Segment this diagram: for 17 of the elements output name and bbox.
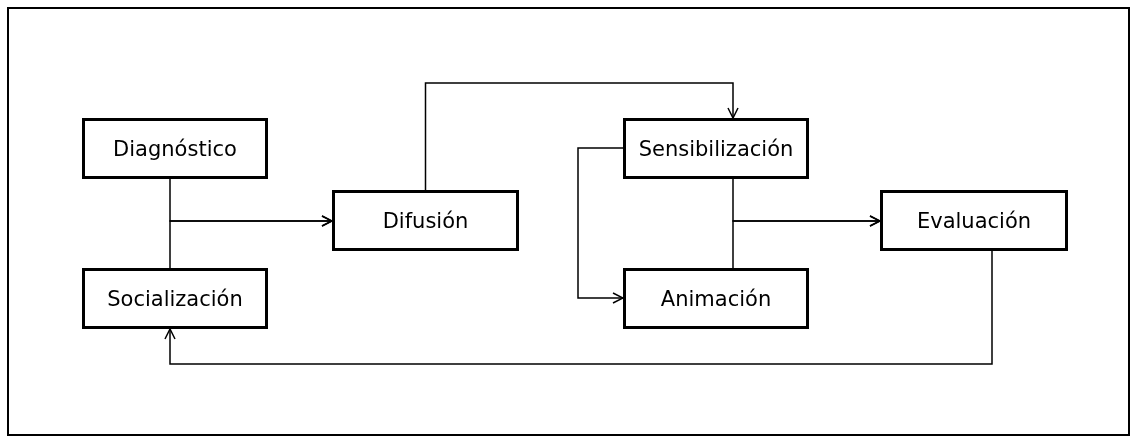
process-box [82,118,268,179]
arrow [577,147,624,304]
arrow [169,215,333,269]
process-box [880,190,1068,251]
box-label: Socialización [107,286,243,311]
arrow [424,82,739,191]
box-label: Sensibilización [638,136,794,161]
process-box [623,268,809,329]
box-label: Difusión [382,208,469,233]
box-label: Evaluación [916,208,1032,233]
box-label: Diagnóstico [113,136,237,161]
box-label: Animación [660,286,772,311]
process-box [332,190,519,251]
arrow [732,215,881,269]
arrow [164,250,993,365]
process-box [82,268,268,329]
process-box [623,118,809,179]
